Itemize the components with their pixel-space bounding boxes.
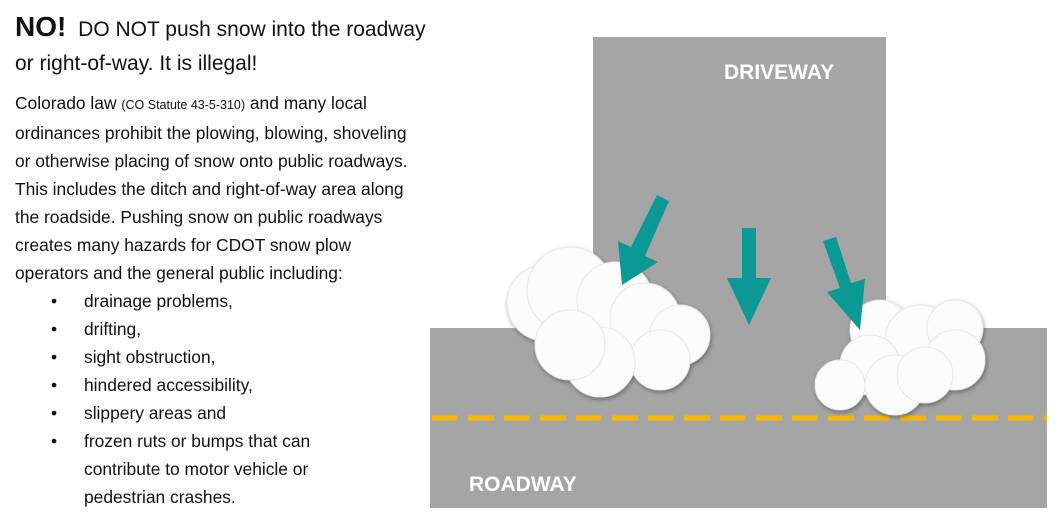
arrow-icon (727, 228, 771, 325)
body-line: creates many hazards for CDOT snow plow (15, 235, 352, 255)
body-paragraph: Colorado law (CO Statute 43-5-310) and m… (15, 89, 435, 287)
heading-line1: DO NOT push snow into the roadway (78, 18, 426, 41)
roadway-label: ROADWAY (469, 473, 577, 496)
snow-pile-right (814, 299, 986, 416)
body-line: This includes the ditch and right-of-way… (15, 179, 404, 199)
body-line: or otherwise placing of snow onto public… (15, 151, 408, 171)
list-item: •slippery areas and (15, 399, 435, 427)
bullet-icon: • (51, 319, 58, 339)
heading: NO! DO NOT push snow into the roadway or… (15, 10, 435, 81)
heading-emphasis: NO! (15, 11, 67, 42)
bullet-icon: • (51, 347, 58, 367)
notice-text: NO! DO NOT push snow into the roadway or… (15, 10, 435, 511)
hazard-list: •drainage problems, •drifting, •sight ob… (15, 287, 435, 511)
bullet-icon: • (51, 375, 58, 395)
list-item: •drifting, (15, 315, 435, 343)
statute-reference: (CO Statute 43-5-310) (121, 98, 246, 112)
body-text: and many local (245, 93, 367, 113)
body-line: operators and the general public includi… (15, 263, 343, 283)
bullet-icon: • (51, 403, 58, 423)
list-item: •hindered accessibility, (15, 371, 435, 399)
list-item: •drainage problems, (15, 287, 435, 315)
body-line: ordinances prohibit the plowing, blowing… (15, 123, 407, 143)
heading-line2: or right-of-way. It is illegal! (15, 52, 258, 75)
body-text: Colorado law (15, 93, 122, 113)
body-line: the roadside. Pushing snow on public roa… (15, 207, 383, 227)
arrow-icon (618, 195, 669, 285)
snow-pile-left (506, 246, 711, 398)
list-item: •sight obstruction, (15, 343, 435, 371)
bullet-icon: • (51, 291, 58, 311)
driveway-label: DRIVEWAY (724, 61, 834, 84)
bullet-icon: • (51, 431, 58, 451)
arrow-icon (823, 237, 865, 330)
